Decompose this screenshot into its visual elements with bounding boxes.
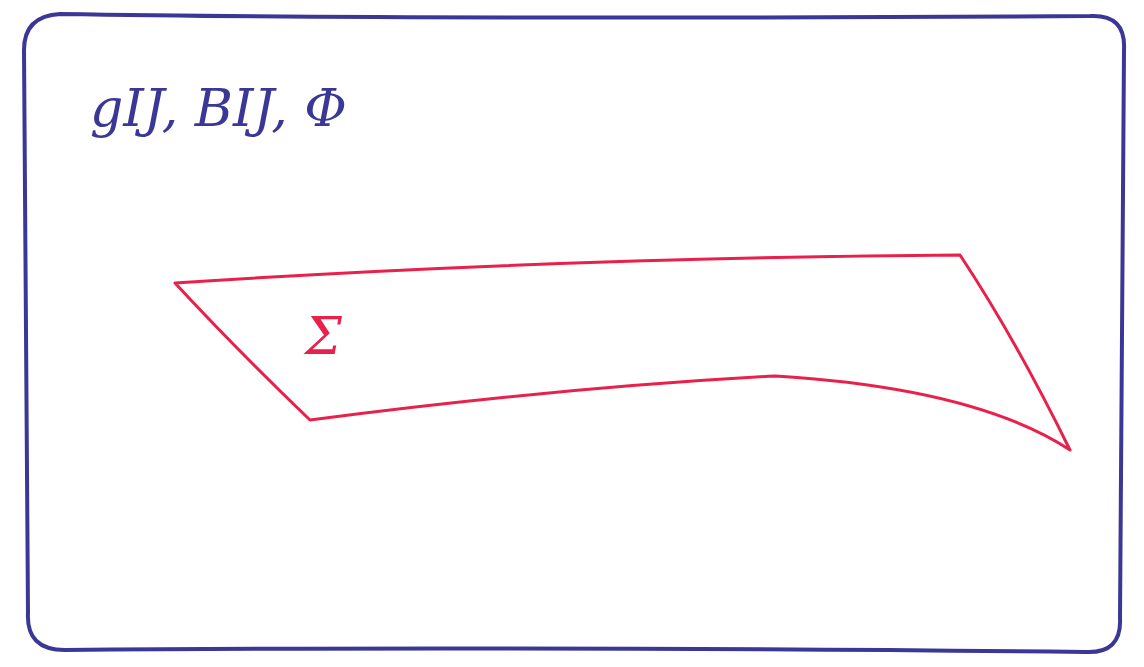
worldsheet-surface: Σ <box>155 238 1055 456</box>
target-space-box: gIJ, BIJ, Φ Σ <box>20 10 1130 658</box>
field-label: gIJ, BIJ, Φ <box>90 78 347 138</box>
worldsheet-surface-outline <box>155 238 1055 456</box>
surface-label: Σ <box>305 306 342 366</box>
